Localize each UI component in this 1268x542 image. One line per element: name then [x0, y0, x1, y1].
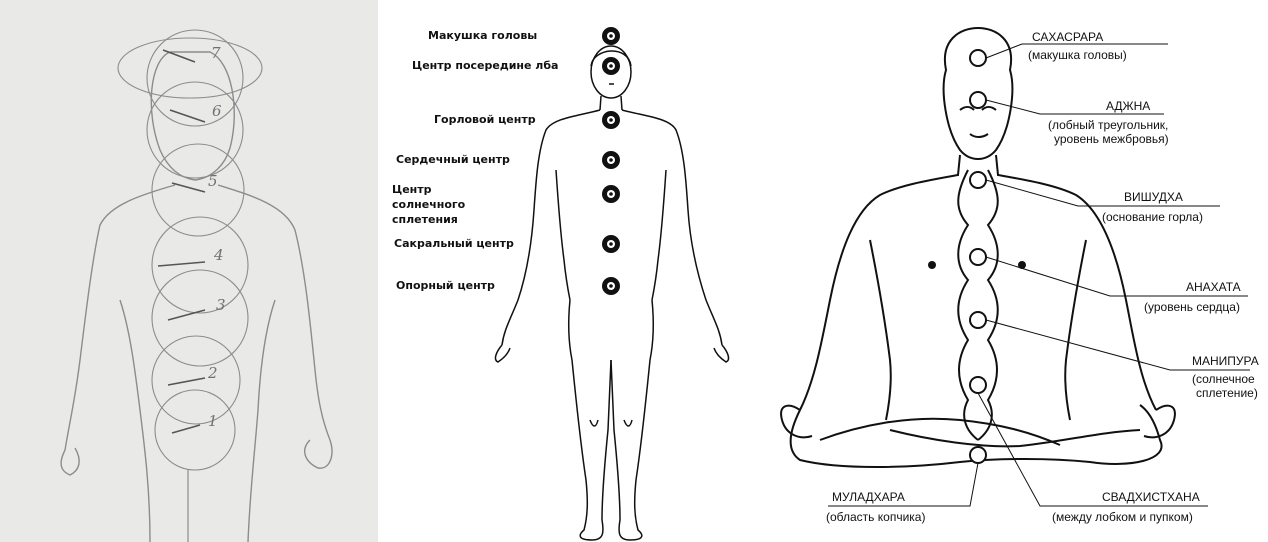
sketch-number-4: 4 — [214, 246, 224, 264]
sketch-number-2: 2 — [208, 364, 218, 382]
chakra-name-anahata: АНАХАТА — [1186, 280, 1241, 294]
sketch-number-7: 7 — [211, 44, 221, 62]
chakra-desc-ajna-line2: уровень межбровья) — [1054, 132, 1169, 146]
label-crown: Макушка головы — [428, 28, 537, 43]
label-root: Опорный центр — [396, 278, 495, 293]
lotus-chakra-circles — [970, 50, 986, 463]
sketch-number-1: 1 — [208, 412, 218, 430]
chakra-name-manipura: МАНИПУРА — [1192, 354, 1259, 368]
chakra-name-ajna: АДЖНА — [1106, 99, 1150, 113]
sketch-drawing — [0, 0, 378, 542]
chakra-desc-svadhisthana: (между лобком и пупком) — [1052, 510, 1193, 524]
chakra-desc-sahasrara: (макушка головы) — [1028, 48, 1127, 62]
chakra-name-muladhara: МУЛАДХАРА — [832, 490, 905, 504]
chakra-desc-ajna-line1: (лобный треугольник, — [1048, 118, 1168, 132]
sketch-number-3: 3 — [216, 296, 226, 314]
lotus-nipple-left — [928, 261, 936, 269]
label-throat: Горловой центр — [434, 112, 536, 127]
label-brow: Центр посередине лба — [412, 58, 558, 73]
sketch-number-6: 6 — [212, 102, 222, 120]
figure-chakra-markers — [602, 27, 620, 295]
lotus-panel: САХАСРАРА (макушка головы) АДЖНА (лобный… — [760, 0, 1268, 542]
label-solar: Центр солнечного сплетения — [392, 182, 502, 227]
figure-drawing — [378, 0, 760, 542]
sketch-number-5: 5 — [208, 172, 218, 190]
chakra-desc-manipura-line1: (солнечное — [1192, 372, 1255, 386]
chakra-name-vishuddha: ВИШУДХА — [1124, 190, 1183, 204]
sketch-panel: 7 6 5 4 3 2 1 — [0, 0, 378, 542]
figure-panel: Макушка головы Центр посередине лба Горл… — [378, 0, 760, 542]
label-heart: Сердечный центр — [396, 152, 510, 167]
label-sacral: Сакральный центр — [394, 236, 514, 251]
chakra-desc-vishuddha: (основание горла) — [1102, 210, 1203, 224]
sketch-arrows — [158, 50, 205, 433]
chakra-name-svadhisthana: СВАДХИСТХАНА — [1102, 490, 1200, 504]
lotus-drawing — [760, 0, 1268, 542]
chakra-desc-manipura-line2: сплетение) — [1196, 386, 1258, 400]
chakra-name-sahasrara: САХАСРАРА — [1032, 30, 1103, 44]
chakra-desc-anahata: (уровень сердца) — [1144, 300, 1240, 314]
chakra-desc-muladhara: (область копчика) — [826, 510, 925, 524]
